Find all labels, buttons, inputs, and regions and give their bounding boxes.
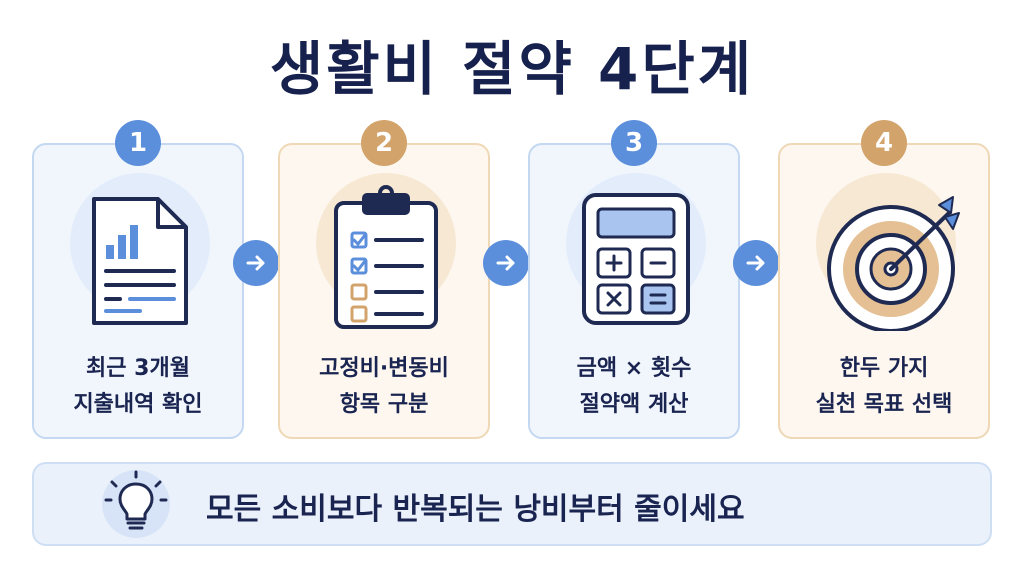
step-caption-line1: 한두 가지	[839, 356, 929, 381]
step-caption-line2: 절약액 계산	[579, 392, 689, 417]
step-caption: 금액 × 횟수 절약액 계산	[530, 351, 738, 423]
step-caption: 최근 3개월 지출내역 확인	[34, 351, 242, 423]
target-dart-icon	[827, 196, 960, 331]
step-caption: 한두 가지 실천 목표 선택	[780, 351, 988, 423]
step-number-badge-1: 1	[115, 120, 161, 166]
lightbulb-icon	[102, 470, 170, 538]
step-card-3: 금액 × 횟수 절약액 계산	[528, 143, 740, 439]
clipboard-checklist-icon	[334, 185, 438, 329]
page-title: 생활비 절약 4단계	[269, 35, 755, 103]
step-caption-line2: 항목 구분	[339, 392, 429, 417]
step-caption-line2: 지출내역 확인	[73, 392, 203, 417]
arrow-right-icon	[233, 240, 279, 286]
tip-banner	[32, 462, 992, 546]
tip-text: 모든 소비보다 반복되는 낭비부터 줄이세요	[206, 492, 745, 527]
arrow-right-icon	[733, 240, 779, 286]
calculator-icon	[582, 193, 690, 325]
step-caption: 고정비·변동비 항목 구분	[280, 351, 488, 423]
step-caption-line1: 고정비·변동비	[319, 356, 449, 381]
step-number-badge-3: 3	[611, 120, 657, 166]
step-number-badge-4: 4	[861, 120, 907, 166]
spending-report-icon	[92, 197, 188, 325]
step-caption-line1: 금액 × 횟수	[576, 356, 692, 381]
step-card-2: 고정비·변동비 항목 구분	[278, 143, 490, 439]
arrow-right-icon	[483, 240, 529, 286]
step-card-1: 최근 3개월 지출내역 확인	[32, 143, 244, 439]
step-number-badge-2: 2	[361, 120, 407, 166]
step-caption-line2: 실천 목표 선택	[815, 392, 953, 417]
step-caption-line1: 최근 3개월	[86, 356, 190, 381]
step-card-4: 한두 가지 실천 목표 선택	[778, 143, 990, 439]
